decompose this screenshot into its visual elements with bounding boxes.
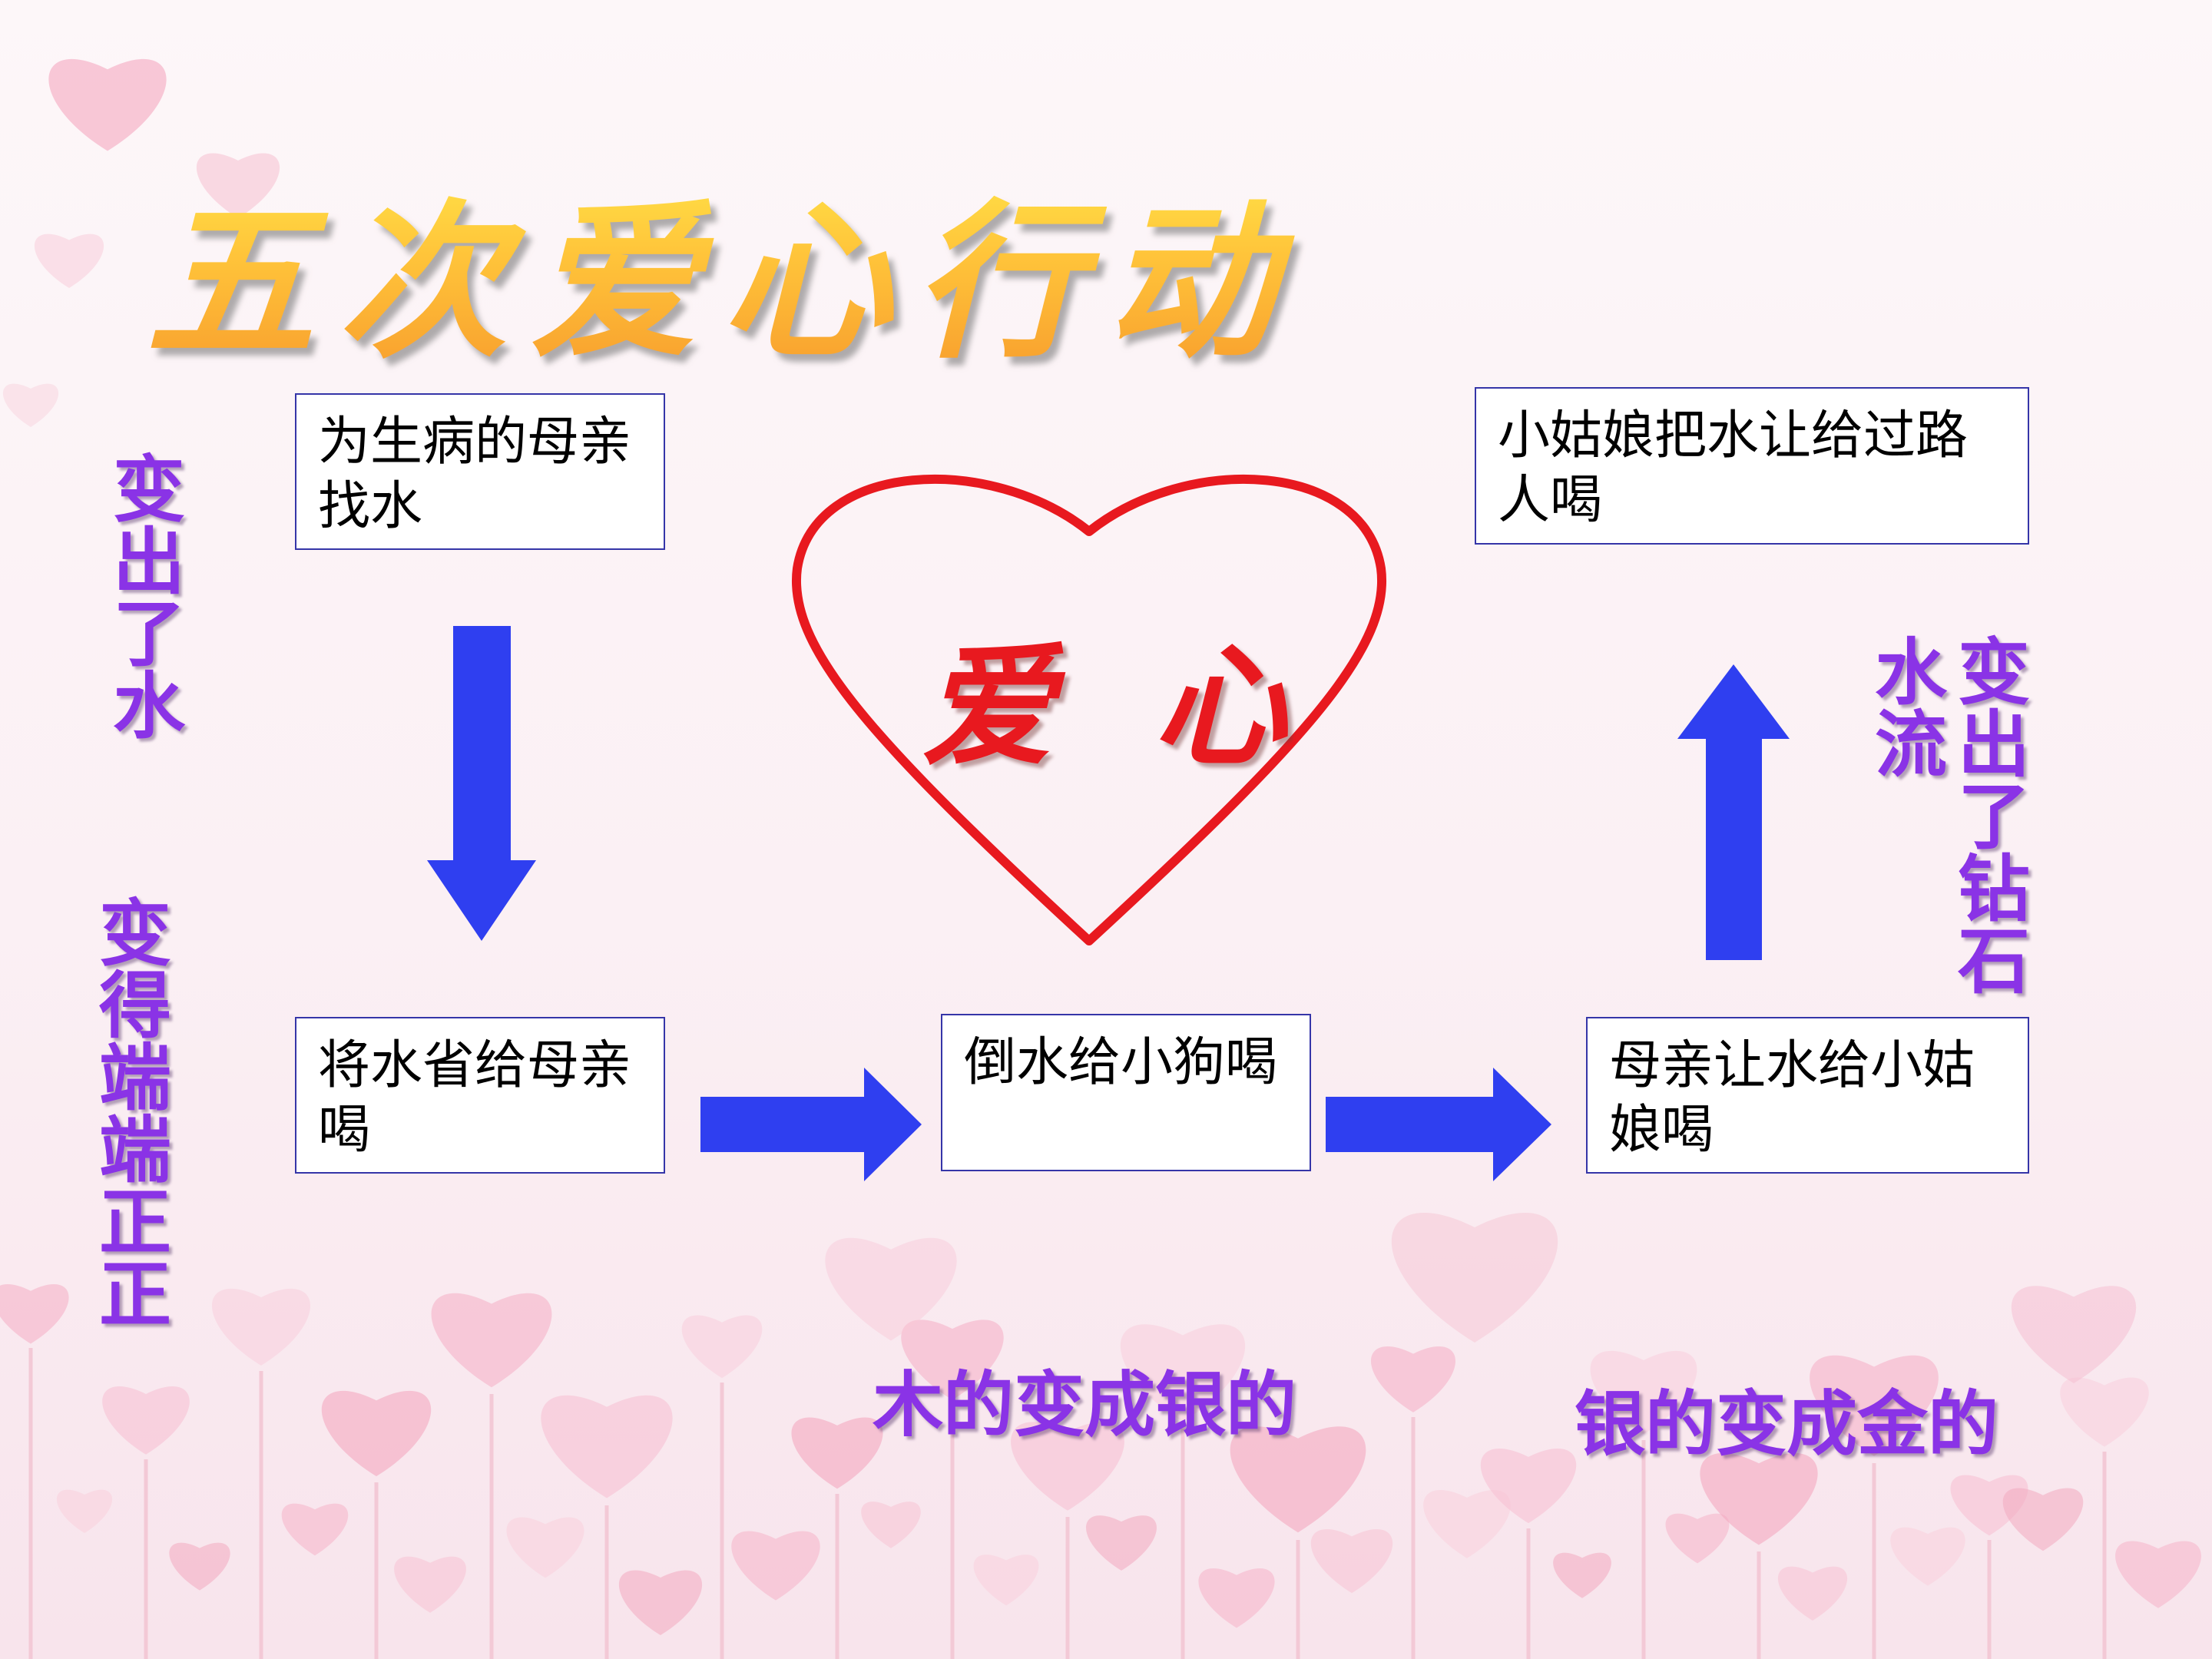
decorative-heart xyxy=(56,1489,113,1533)
decorative-heart xyxy=(901,1320,1004,1400)
decorative-heart xyxy=(1950,1475,2028,1536)
decorative-heart xyxy=(102,1386,190,1455)
decorative-heart xyxy=(211,1288,311,1366)
step-box-5: 小姑娘把水让给过路人喝 xyxy=(1475,387,2029,545)
decorative-heart xyxy=(825,1237,957,1341)
decorative-heart xyxy=(1480,1448,1577,1524)
decorative-heart xyxy=(1810,1355,1939,1456)
decorative-heart xyxy=(431,1293,552,1388)
step-box-1: 为生病的母亲找水 xyxy=(295,393,665,550)
decorative-heart xyxy=(681,1315,763,1379)
decorative-heart xyxy=(48,58,167,151)
change-caption-right-col1: 变出了钻石 xyxy=(1957,631,2030,1004)
change-caption-left-top: 变出了水 xyxy=(112,449,185,749)
decorative-heart xyxy=(1230,1426,1366,1533)
decorative-heart xyxy=(791,1417,883,1489)
decorative-heart xyxy=(2011,1286,2137,1383)
decorative-heart xyxy=(0,1284,69,1344)
heart-label: 爱心 xyxy=(922,628,1386,784)
decorative-heart xyxy=(1423,1489,1511,1558)
decorative-heart xyxy=(34,233,104,288)
decorative-heart xyxy=(1086,1515,1157,1571)
center-heart-outline xyxy=(792,475,1386,945)
decorative-heart xyxy=(169,1542,230,1591)
arrow-right-step2-to-step3 xyxy=(700,1068,922,1181)
decorative-heart xyxy=(1391,1213,1558,1343)
arrow-up-step4-to-step5 xyxy=(1677,664,1790,960)
decorative-heart xyxy=(196,153,280,218)
decorative-heart xyxy=(1198,1568,1275,1628)
decorative-heart xyxy=(1310,1529,1393,1594)
change-caption-right-col2: 水流 xyxy=(1874,631,1947,787)
decorative-heart xyxy=(2060,1377,2149,1447)
decorative-heart xyxy=(618,1570,703,1635)
decorative-heart xyxy=(973,1555,1039,1606)
decorative-heart xyxy=(1371,1346,1455,1412)
change-caption-middle: 木的变成银的 xyxy=(873,1364,1297,1446)
step-box-2: 将水省给母亲喝 xyxy=(295,1017,665,1174)
step-box-3: 倒水给小狗喝 xyxy=(941,1014,1311,1171)
decorative-heart xyxy=(1700,1452,1818,1545)
decorative-heart xyxy=(1553,1552,1611,1598)
change-caption-right-bottom: 银的变成金的 xyxy=(1575,1383,1999,1465)
decorative-heart xyxy=(2002,1488,2084,1551)
decorative-heart xyxy=(1665,1513,1730,1564)
decorative-heart xyxy=(2115,1541,2201,1608)
decorative-heart xyxy=(1777,1566,1848,1621)
decorative-heart xyxy=(2,383,59,427)
decorative-heart xyxy=(1890,1527,1965,1586)
arrow-right-step3-to-step4 xyxy=(1326,1068,1551,1181)
decorative-heart xyxy=(541,1395,673,1498)
page-title: 五次爱心行动 xyxy=(146,146,1298,390)
arrow-down-step1-to-step2 xyxy=(427,626,536,941)
decorative-heart xyxy=(1011,1422,1124,1511)
decorative-heart xyxy=(731,1531,820,1601)
decorative-heart xyxy=(321,1390,432,1477)
decorative-heart xyxy=(281,1503,349,1556)
decorative-heart xyxy=(1590,1350,1697,1435)
decorative-heart xyxy=(1120,1324,1246,1422)
decorative-heart xyxy=(506,1517,584,1578)
decorative-heart xyxy=(394,1556,466,1613)
decorative-heart xyxy=(861,1502,921,1548)
step-box-4: 母亲让水给小姑娘喝 xyxy=(1586,1017,2029,1174)
change-caption-left-bottom: 变得端端正正 xyxy=(98,892,171,1337)
